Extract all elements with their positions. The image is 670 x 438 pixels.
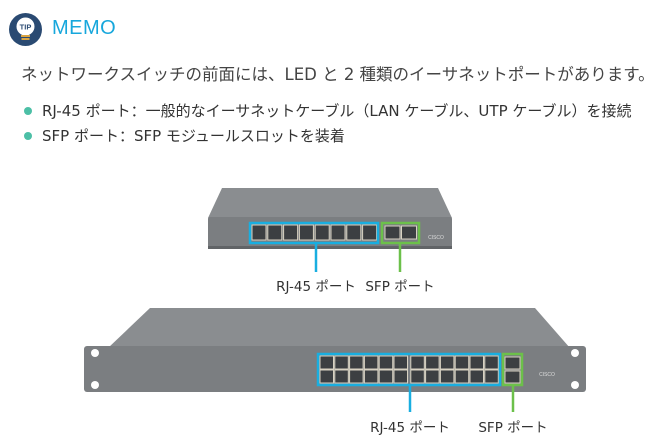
small-cisco-logo: CISCO xyxy=(428,235,444,241)
bullet-text: RJ-45 ポート：一般的なイーサネットケーブル（LAN ケーブル、UTP ケー… xyxy=(42,102,632,120)
rj45-port xyxy=(298,224,314,241)
rj45-port xyxy=(349,355,364,370)
large-cisco-logo: CISCO xyxy=(539,372,555,378)
rj45-port xyxy=(425,369,440,384)
rj45-port xyxy=(334,355,349,370)
rj45-port xyxy=(439,355,455,370)
rj45-port xyxy=(319,369,334,384)
rj45-port xyxy=(410,369,425,384)
large-sfp-label: SFP ポート xyxy=(478,420,548,436)
rj45-port xyxy=(378,355,394,370)
small-rj45-label: RJ-45 ポート xyxy=(276,279,356,295)
rj45-port xyxy=(393,355,408,370)
large-switch-image: CISCO xyxy=(84,308,586,412)
sfp-port xyxy=(504,356,521,370)
rj45-port xyxy=(283,224,299,241)
sfp-port xyxy=(384,225,401,240)
rj45-port xyxy=(319,355,334,370)
rj45-port xyxy=(484,355,499,370)
sfp-port xyxy=(504,370,521,384)
sfp-port xyxy=(401,225,417,240)
rj45-port xyxy=(363,369,379,384)
rj45-port xyxy=(362,224,378,241)
rj45-port xyxy=(425,355,440,370)
memo-intro: ネットワークスイッチの前面には、LED と 2 種類のイーサネットポートがありま… xyxy=(21,65,655,84)
bullet-text: SFP ポート：SFP モジュールスロットを装着 xyxy=(42,127,345,145)
rj45-port xyxy=(454,355,470,370)
bullet-dot xyxy=(24,131,32,140)
rj45-port xyxy=(314,224,330,241)
large-rj45-label: RJ-45 ポート xyxy=(370,420,450,436)
rj45-port xyxy=(334,369,349,384)
rj45-port xyxy=(330,224,346,241)
rj45-port xyxy=(349,369,364,384)
rj45-port xyxy=(469,355,484,370)
rj45-port xyxy=(469,369,484,384)
bullet-dot xyxy=(24,106,32,115)
tip-badge-text: TIP xyxy=(20,23,32,32)
bullet-rj45: RJ-45 ポート：一般的なイーサネットケーブル（LAN ケーブル、UTP ケー… xyxy=(24,100,632,121)
rj45-port xyxy=(439,369,455,384)
rj45-port xyxy=(251,224,267,241)
tip-lightbulb-icon: TIP xyxy=(9,13,42,46)
rj45-port xyxy=(393,369,408,384)
rj45-port xyxy=(346,224,362,241)
memo-title: MEMO xyxy=(52,17,117,39)
rj45-port xyxy=(267,224,283,241)
rj45-port xyxy=(454,369,470,384)
small-rj45-highlight xyxy=(248,221,380,245)
rj45-port xyxy=(363,355,379,370)
rj45-port xyxy=(484,369,499,384)
bullet-sfp: SFP ポート：SFP モジュールスロットを装着 xyxy=(24,125,345,146)
rj45-port xyxy=(378,369,394,384)
small-sfp-label: SFP ポート xyxy=(365,279,435,295)
small-switch-image: CISCO xyxy=(208,188,452,272)
rj45-port xyxy=(410,355,425,370)
